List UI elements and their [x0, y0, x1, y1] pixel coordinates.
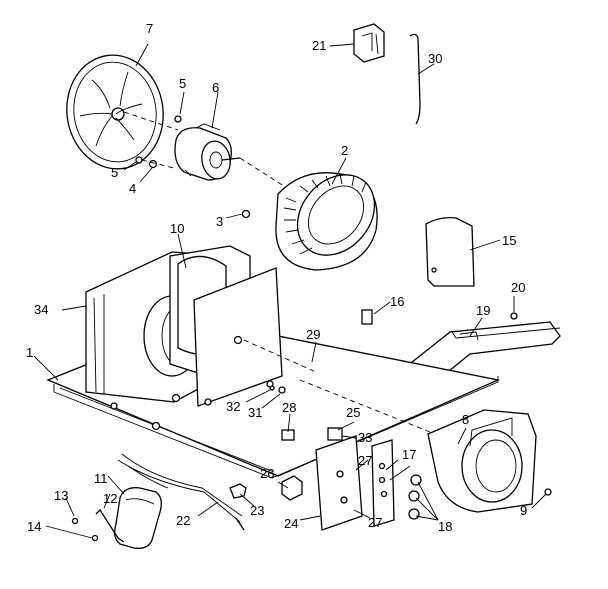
- label-14: 14: [27, 519, 41, 534]
- label-7: 7: [146, 21, 153, 36]
- label-27-bottom: 27: [368, 515, 382, 530]
- terminal: [229, 483, 247, 499]
- label-12: 12: [103, 491, 117, 506]
- label-20: 20: [511, 280, 525, 295]
- motor: [174, 123, 291, 191]
- label-8: 8: [462, 412, 469, 427]
- label-2: 2: [341, 143, 348, 158]
- clip: [361, 309, 373, 325]
- label-34: 34: [34, 302, 48, 317]
- label-19: 19: [476, 303, 490, 318]
- control-bracket: [353, 23, 385, 63]
- leader-lines: [33, 43, 547, 539]
- label-25: 25: [346, 405, 360, 420]
- label-26: 26: [260, 466, 274, 481]
- label-5-bottom: 5: [111, 165, 118, 180]
- cover-plate: [425, 216, 475, 287]
- set-screw: [241, 209, 251, 219]
- label-16: 16: [390, 294, 404, 309]
- label-10: 10: [170, 221, 184, 236]
- label-23: 23: [250, 503, 264, 518]
- control-panel: [315, 435, 395, 531]
- label-17: 17: [402, 447, 416, 462]
- screw: [510, 312, 518, 320]
- blower-housing: [427, 409, 537, 513]
- wire-harness: [117, 453, 245, 531]
- label-6: 6: [212, 80, 219, 95]
- screw: [544, 488, 552, 496]
- switch-components: [269, 385, 343, 441]
- fan-grille: [66, 54, 179, 170]
- label-28: 28: [282, 400, 296, 415]
- label-4: 4: [129, 181, 136, 196]
- label-24: 24: [284, 516, 298, 531]
- linkage-rod: [409, 33, 421, 125]
- label-15: 15: [502, 233, 516, 248]
- label-11: 11: [94, 471, 108, 486]
- label-5-top: 5: [179, 76, 186, 91]
- label-18: 18: [438, 519, 452, 534]
- capacitor: [114, 487, 162, 549]
- label-32: 32: [226, 399, 240, 414]
- strap-screw: [71, 517, 79, 525]
- label-9: 9: [520, 503, 527, 518]
- chassis: [46, 245, 501, 479]
- label-3: 3: [216, 214, 223, 229]
- capacitor-strap: [95, 508, 125, 543]
- mount-screw: [91, 534, 99, 542]
- label-27-top: 27: [358, 453, 372, 468]
- label-31: 31: [248, 405, 262, 420]
- label-30: 30: [428, 51, 442, 66]
- control-knobs: [408, 474, 422, 520]
- cover-hole: [431, 267, 437, 273]
- label-33: 33: [358, 430, 372, 445]
- part-labels: 7 5 6 5 4 3 2 10 21 30 15 16 20 19 29 34…: [26, 21, 527, 534]
- label-29: 29: [306, 327, 320, 342]
- relay: [281, 475, 303, 501]
- label-13: 13: [54, 488, 68, 503]
- label-22: 22: [176, 513, 190, 528]
- motor-mount-hardware: [135, 115, 182, 169]
- blower-wheel: [275, 172, 378, 271]
- label-1: 1: [26, 345, 33, 360]
- label-21: 21: [312, 38, 326, 53]
